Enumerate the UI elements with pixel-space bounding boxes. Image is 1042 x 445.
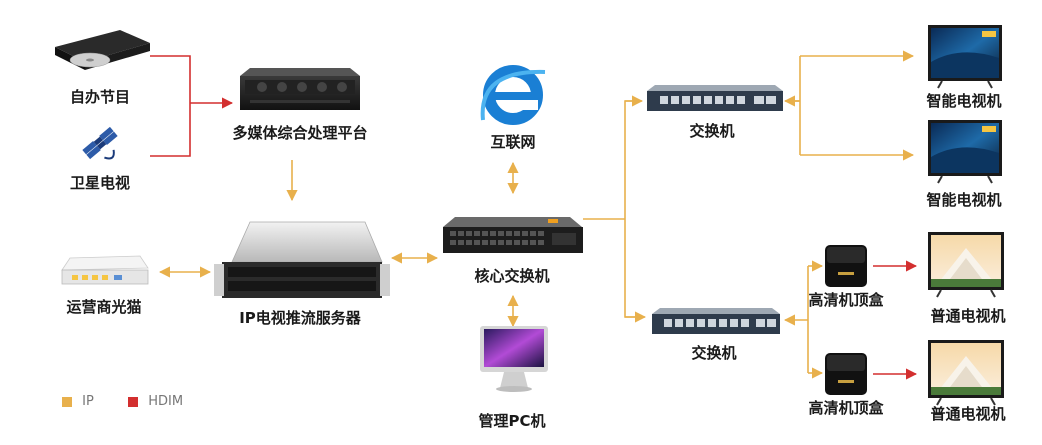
normal-tv-2-icon [928,340,1004,406]
label-satellite-tv: 卫星电视 [69,174,131,192]
set-top-box-1-icon [825,245,867,287]
server-icon [214,221,390,298]
label-multimedia-platform: 多媒体综合处理平台 [232,124,368,142]
satellite-icon [82,126,118,160]
legend-hdmi-label: HDIM [148,394,184,409]
hdmi-links-right [873,260,918,380]
label-admin-pc: 管理PC机 [478,412,546,430]
switch-top-icon [647,85,783,111]
rack-server-icon [240,68,360,110]
label-optical-modem: 运营商光猫 [66,298,142,316]
label-normal-tv-2: 普通电视机 [930,405,1006,423]
label-iptv-server: IP电视推流服务器 [239,309,361,327]
optical-modem-icon [61,255,149,285]
legend-hdmi-swatch [128,396,139,407]
label-switch-top: 交换机 [689,122,735,140]
normal-tv-1-icon [928,232,1004,298]
internet-explorer-icon [480,65,546,125]
smart-tv-1-icon [928,25,1002,89]
label-stb-2: 高清机顶盒 [808,399,884,417]
core-switch-icon [443,217,583,253]
imac-icon [480,326,548,392]
label-stb-1: 高清机顶盒 [808,291,884,309]
label-self-program: 自办节目 [69,88,131,106]
legend-ip-swatch [62,396,72,407]
label-switch-bottom: 交换机 [691,344,737,362]
label-normal-tv-1: 普通电视机 [930,307,1006,325]
label-core-switch: 核心交换机 [474,267,550,285]
label-smart-tv-1: 智能电视机 [926,92,1002,110]
switch-bottom-icon [652,308,780,334]
label-internet: 互联网 [490,133,536,151]
set-top-box-2-icon [825,353,867,395]
smart-tv-2-icon [928,120,1002,184]
ip-links [158,50,915,379]
dvd-drive-icon [55,30,150,70]
label-smart-tv-2: 智能电视机 [926,191,1002,209]
hdmi-links-left [150,55,234,157]
legend-ip-label: IP [82,394,94,409]
legend: IP HDIM [62,394,183,409]
